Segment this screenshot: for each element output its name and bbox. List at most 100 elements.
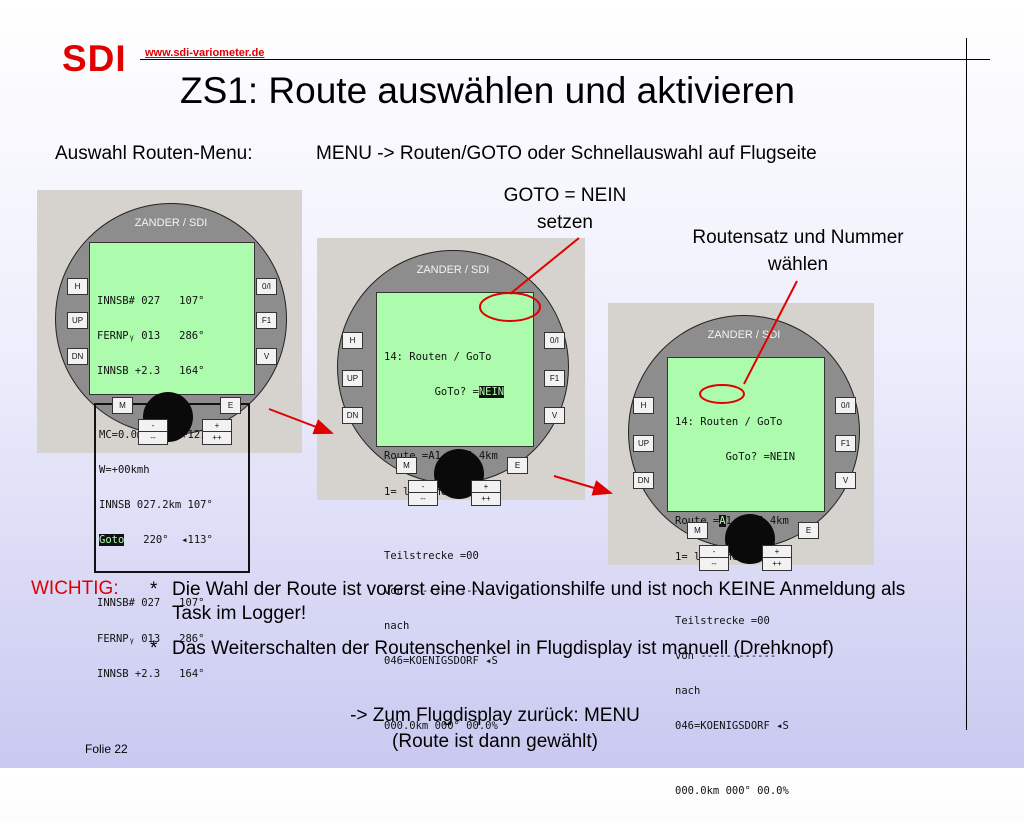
vario-device: ZANDER / SDI INNSB# 027 107° FERNPᵧ 013 … xyxy=(55,203,287,679)
lcd-line: INNSB# 027 107° xyxy=(97,597,205,610)
pointer-goto xyxy=(509,237,580,295)
power-button[interactable]: 0/I xyxy=(835,397,856,414)
goto-value-highlight: NEIN xyxy=(478,385,505,398)
note-route-switching: Das Weiterschalten der Routenschenkel in… xyxy=(172,638,834,659)
right-divider xyxy=(966,38,967,730)
device-brand: ZANDER / SDI xyxy=(707,329,781,341)
plus-buttons[interactable]: + ++ xyxy=(762,545,792,571)
goto-prompt: GoTo? = xyxy=(384,385,479,398)
minus-button[interactable]: - xyxy=(712,547,716,556)
device-screenshot-1: ZANDER / SDI INNSB# 027 107° FERNPᵧ 013 … xyxy=(37,190,302,679)
power-button[interactable]: 0/I xyxy=(256,278,277,295)
minus-button[interactable]: - xyxy=(421,482,425,491)
f1-button[interactable]: F1 xyxy=(256,312,277,329)
sdi-logo: SDI xyxy=(62,38,127,79)
device-screenshot-3: ZANDER / SDI 14: Routen / GoTo GoTo? =NE… xyxy=(608,303,874,797)
dn-button[interactable]: DN xyxy=(67,348,88,365)
divider xyxy=(139,431,167,432)
annotation-overlay xyxy=(268,237,798,496)
lcd-line: von ------------ xyxy=(675,650,777,663)
minus-minus-button[interactable]: -- xyxy=(420,494,426,503)
up-button[interactable]: UP xyxy=(342,370,363,387)
h-button[interactable]: H xyxy=(633,397,654,414)
plus-plus-button[interactable]: ++ xyxy=(212,433,222,442)
divider xyxy=(472,492,500,493)
website-link[interactable]: www.sdi-variometer.de xyxy=(145,47,265,59)
bullet-marker: * xyxy=(150,579,158,600)
up-button[interactable]: UP xyxy=(67,312,88,329)
lcd-line: Teilstrecke =00 xyxy=(675,615,770,628)
lcd-line: 000.0km 000° 00.0% xyxy=(675,784,789,797)
minus-button[interactable]: - xyxy=(151,421,155,430)
h-button[interactable]: H xyxy=(67,278,88,295)
slide-title: ZS1: Route auswählen und aktivieren xyxy=(180,70,795,111)
lcd-line: GoTo? =NEIN xyxy=(675,450,796,463)
lcd-line: FERNPᵧ 013 286° xyxy=(97,329,205,342)
lcd-line: INNSB +2.3 164° xyxy=(97,365,205,378)
lcd-line: 14: Routen / GoTo xyxy=(675,415,783,428)
up-button[interactable]: UP xyxy=(633,435,654,452)
enter-button[interactable]: E xyxy=(798,522,819,539)
lcd-screen: INNSB# 027 107° FERNPᵧ 013 286° INNSB +2… xyxy=(89,242,255,679)
dn-button[interactable]: DN xyxy=(633,472,654,489)
arrow-to-screen-3 xyxy=(553,475,613,496)
f1-button[interactable]: F1 xyxy=(544,370,565,387)
lcd-line: nach xyxy=(675,685,701,698)
minus-minus-button[interactable]: -- xyxy=(150,433,156,442)
pointer-route xyxy=(743,280,798,385)
divider xyxy=(763,557,791,558)
dn-button[interactable]: DN xyxy=(342,407,363,424)
power-button[interactable]: 0/I xyxy=(544,332,565,349)
v-button[interactable]: V xyxy=(256,348,277,365)
plus-button[interactable]: + xyxy=(483,482,489,491)
menu-button[interactable]: M xyxy=(687,522,708,539)
enter-button[interactable]: E xyxy=(220,397,241,414)
lcd-line: 046=KOENIGSDORF ◂S xyxy=(384,655,498,668)
lcd-line: W=+00kmh xyxy=(99,463,150,476)
plus-plus-button[interactable]: ++ xyxy=(481,494,491,503)
lcd-line: von ------------ xyxy=(384,585,486,598)
menu-button[interactable]: M xyxy=(396,457,417,474)
plus-plus-button[interactable]: ++ xyxy=(772,559,782,568)
minus-buttons[interactable]: - -- xyxy=(138,419,168,445)
v-button[interactable]: V xyxy=(544,407,565,424)
device-brand: ZANDER / SDI xyxy=(134,217,208,229)
enter-button[interactable]: E xyxy=(507,457,528,474)
annotation-route-line1: Routensatz und Nummer xyxy=(692,227,904,248)
vario-device: ZANDER / SDI 14: Routen / GoTo GoTo? =NE… xyxy=(337,250,569,732)
divider xyxy=(409,492,437,493)
lcd-line: 046=KOENIGSDORF ◂S xyxy=(675,720,789,733)
header-divider xyxy=(140,59,990,60)
minus-buttons[interactable]: - -- xyxy=(699,545,729,571)
important-label: WICHTIG: xyxy=(31,578,119,599)
plus-buttons[interactable]: + ++ xyxy=(202,419,232,445)
plus-button[interactable]: + xyxy=(774,547,780,556)
lcd-line: INNSB 027.2km 107° xyxy=(99,498,213,511)
minus-minus-button[interactable]: -- xyxy=(711,559,717,568)
v-button[interactable]: V xyxy=(835,472,856,489)
lcd-line: FERNPᵧ 013 286° xyxy=(97,632,205,645)
h-button[interactable]: H xyxy=(342,332,363,349)
lcd-line: Teilstrecke =00 xyxy=(384,550,479,563)
highlight-goto-value xyxy=(479,292,541,322)
goto-values: 220° ◂113° xyxy=(124,533,213,546)
slide-number: Folie 22 xyxy=(85,742,128,756)
annotation-route: Routensatz und Nummer wählen xyxy=(660,224,936,278)
device-brand: ZANDER / SDI xyxy=(416,264,490,276)
f1-button[interactable]: F1 xyxy=(835,435,856,452)
plus-button[interactable]: + xyxy=(214,421,220,430)
route-selected-note: (Route ist dann gewählt) xyxy=(392,731,598,752)
lcd-line: 14: Routen / GoTo xyxy=(384,350,492,363)
lcd-line: 000.0km 000° 00.0% xyxy=(384,719,498,732)
arrow-to-screen-2 xyxy=(268,408,334,435)
menu-path: MENU -> Routen/GOTO oder Schnellauswahl … xyxy=(316,143,817,164)
lcd-line: Goto 220° ◂113° xyxy=(96,533,248,547)
plus-buttons[interactable]: + ++ xyxy=(471,480,501,506)
vario-device: ZANDER / SDI 14: Routen / GoTo GoTo? =NE… xyxy=(628,315,860,797)
annotation-goto: GOTO = NEIN setzen xyxy=(470,182,660,236)
annotation-goto-line2: setzen xyxy=(537,212,593,233)
bullet-marker: * xyxy=(150,638,158,659)
lcd-line: MC=0.0m/s +1215m xyxy=(99,428,220,441)
menu-button[interactable]: M xyxy=(112,397,133,414)
minus-buttons[interactable]: - -- xyxy=(408,480,438,506)
